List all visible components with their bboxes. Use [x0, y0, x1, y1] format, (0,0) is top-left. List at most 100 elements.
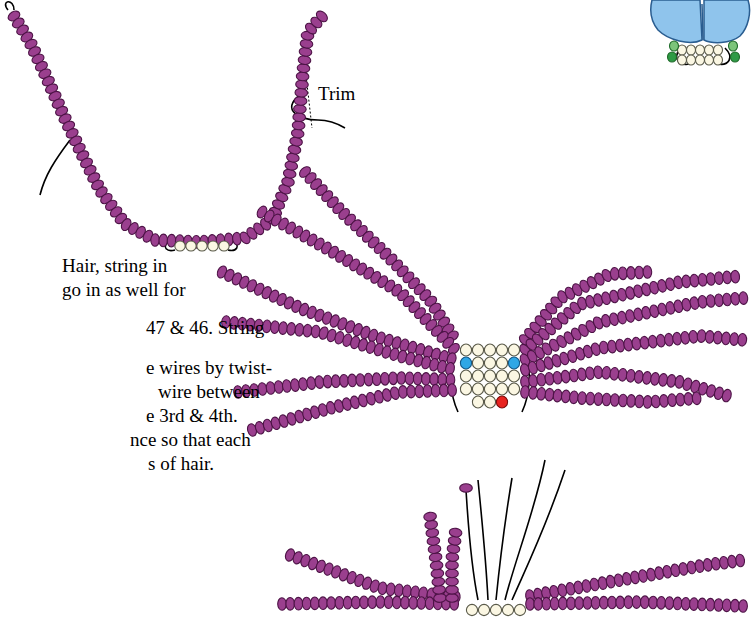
- bead: [508, 383, 519, 395]
- bead: [735, 554, 745, 568]
- bead: [657, 596, 666, 609]
- bead: [331, 375, 340, 388]
- bead: [651, 395, 661, 408]
- bead: [558, 597, 567, 610]
- bead: [348, 374, 357, 387]
- bead: [423, 511, 437, 521]
- bead: [484, 383, 495, 395]
- bead: [460, 484, 473, 493]
- bead: [534, 598, 543, 611]
- bead: [714, 55, 723, 65]
- bead: [472, 357, 483, 369]
- bead: [684, 392, 694, 405]
- bead: [446, 594, 459, 603]
- bead: [327, 597, 336, 610]
- bead: [384, 596, 393, 609]
- bead: [430, 373, 439, 386]
- bead: [431, 384, 440, 397]
- bead: [697, 329, 707, 342]
- bead: [398, 385, 407, 398]
- bead: [514, 604, 525, 615]
- bead: [648, 596, 657, 609]
- bead: [319, 597, 328, 610]
- bead: [594, 393, 603, 406]
- bead: [705, 45, 714, 55]
- bead: [610, 267, 619, 280]
- bead: [151, 234, 160, 247]
- bead: [722, 599, 731, 612]
- bead: [425, 597, 434, 610]
- bead: [635, 266, 644, 279]
- wire-end: [451, 345, 530, 412]
- bead: [423, 385, 432, 398]
- bead: [687, 45, 696, 55]
- bead: [405, 372, 414, 385]
- bead: [608, 596, 617, 609]
- bead: [397, 372, 406, 385]
- bead: [508, 344, 519, 356]
- instruction-text: nce so that each: [130, 430, 251, 449]
- bead: [696, 45, 705, 55]
- bead: [737, 333, 747, 346]
- bead: [739, 291, 749, 304]
- bead: [302, 597, 311, 610]
- bead: [446, 569, 459, 578]
- instruction-text: e 3rd & 4th.: [146, 406, 238, 425]
- bead: [550, 597, 559, 610]
- bead: [407, 385, 416, 398]
- bead: [586, 392, 595, 405]
- bead: [360, 596, 369, 609]
- bead: [502, 604, 513, 615]
- bead: [730, 270, 740, 283]
- wire-end: [478, 480, 488, 600]
- bead: [624, 596, 633, 609]
- bead: [659, 394, 669, 407]
- bead: [460, 344, 471, 356]
- bead: [472, 370, 483, 382]
- bead: [286, 597, 295, 610]
- bead: [496, 344, 507, 356]
- bead: [665, 597, 674, 610]
- bead: [401, 596, 410, 609]
- bead: [460, 370, 471, 382]
- bead: [643, 395, 652, 408]
- bead: [159, 234, 168, 247]
- bead: [208, 241, 218, 251]
- instruction-text: Hair, string in: [62, 256, 167, 275]
- bead: [731, 52, 740, 62]
- bead: [380, 372, 389, 385]
- bead: [446, 586, 459, 595]
- bead: [186, 241, 196, 251]
- bead: [698, 598, 707, 611]
- bead: [484, 396, 495, 408]
- bead: [721, 388, 733, 403]
- bead: [460, 357, 471, 369]
- bead: [460, 383, 471, 395]
- bead: [627, 394, 636, 407]
- bead: [640, 596, 649, 609]
- bead: [314, 9, 329, 24]
- bead: [449, 528, 463, 538]
- bead: [635, 395, 644, 408]
- bead: [542, 597, 551, 610]
- bead: [526, 598, 535, 611]
- bead: [618, 394, 627, 407]
- bead: [472, 396, 483, 408]
- bead: [417, 597, 426, 610]
- bead: [602, 393, 611, 406]
- bead: [439, 384, 448, 397]
- bead: [632, 596, 641, 609]
- bead: [310, 597, 319, 610]
- bead: [667, 394, 677, 407]
- wire-end: [505, 460, 545, 600]
- wire-end: [466, 490, 478, 600]
- bead: [729, 41, 738, 51]
- bead: [687, 55, 696, 65]
- bead: [689, 598, 698, 611]
- bead: [392, 596, 401, 609]
- bead: [484, 357, 495, 369]
- wire-end: [512, 470, 565, 600]
- bead: [668, 52, 677, 62]
- bead: [681, 597, 690, 610]
- bead: [698, 295, 708, 308]
